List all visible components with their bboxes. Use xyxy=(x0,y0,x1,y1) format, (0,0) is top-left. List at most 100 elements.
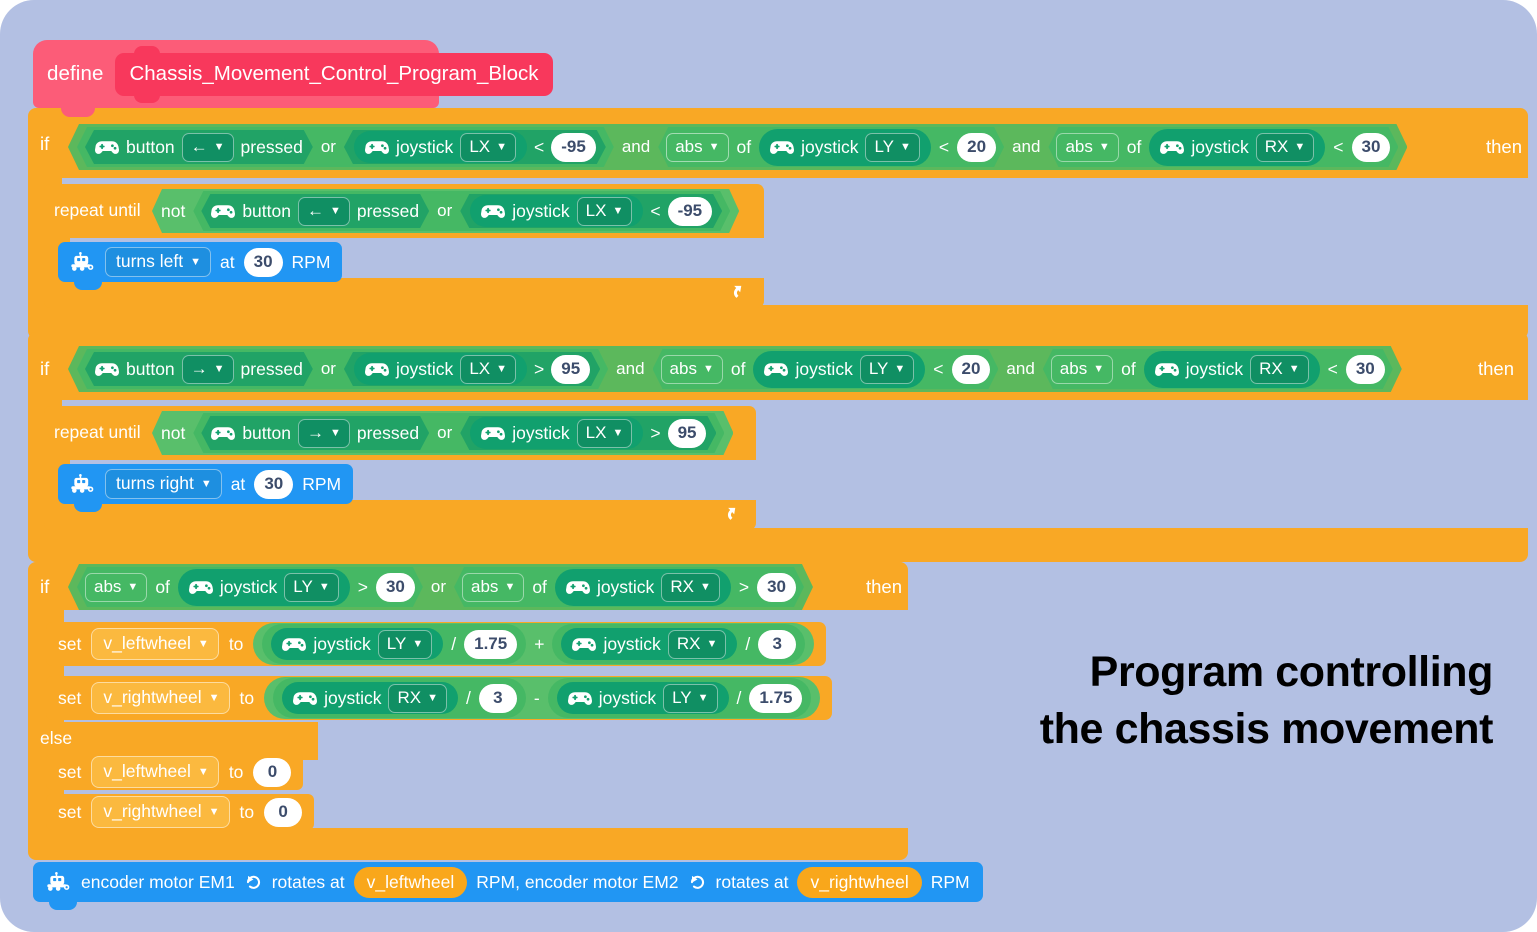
set-block-rightwheel-zero[interactable]: set v_rightwheel▼ to 0 xyxy=(46,794,315,830)
joystick-reporter-rx-4[interactable]: joystick RX▼ xyxy=(561,628,738,660)
variable-pill-rightwheel[interactable]: v_rightwheel xyxy=(797,866,922,898)
joystick-reporter-lx-1[interactable]: joystick LX▼ xyxy=(354,131,527,163)
abs-dropdown-1[interactable]: abs▼ xyxy=(666,133,728,162)
joystick-axis-dropdown-rx-4[interactable]: RX▼ xyxy=(667,629,727,659)
abs-dropdown-6[interactable]: abs▼ xyxy=(462,573,524,602)
divisor-value-3[interactable]: 3 xyxy=(478,683,517,713)
joystick-axis-dropdown-ly-1[interactable]: LY▼ xyxy=(865,133,919,162)
abs-rx-condition-1[interactable]: abs▼ of joystick RX▼ < 30 xyxy=(1048,127,1398,167)
threshold-value-3[interactable]: 30 xyxy=(1352,133,1391,162)
define-block[interactable]: define Chassis_Movement_Control_Program_… xyxy=(33,40,553,117)
threshold-value-4[interactable]: -95 xyxy=(668,197,713,226)
joystick-reporter-lx-4[interactable]: joystick LX▼ xyxy=(470,417,643,449)
joystick-axis-dropdown-lx-1[interactable]: LX▼ xyxy=(460,133,516,162)
variable-dropdown-leftwheel-1[interactable]: v_leftwheel▼ xyxy=(91,628,219,660)
joystick-reporter-ly-4[interactable]: joystick LY▼ xyxy=(271,628,444,660)
if-2-condition-root[interactable]: button →▼ pressed or joystick LX▼ > 95 xyxy=(68,346,1402,392)
joystick-compare-4[interactable]: joystick LX▼ > 95 xyxy=(460,416,716,450)
division-expression-2[interactable]: joystick RX▼ / 3 xyxy=(552,624,806,664)
abs-dropdown-5[interactable]: abs▼ xyxy=(85,573,147,602)
abs-dropdown-3[interactable]: abs▼ xyxy=(661,355,723,384)
variable-dropdown-rightwheel-1[interactable]: v_rightwheel▼ xyxy=(91,682,230,714)
joystick-axis-dropdown-lx-4[interactable]: LX▼ xyxy=(577,419,633,448)
division-expression-3[interactable]: joystick RX▼ / 3 xyxy=(273,678,526,718)
threshold-value-5[interactable]: 95 xyxy=(551,355,590,384)
abs-dropdown-2[interactable]: abs▼ xyxy=(1056,133,1118,162)
threshold-value-6[interactable]: 20 xyxy=(952,355,991,384)
set-block-rightwheel[interactable]: set v_rightwheel▼ to joystick RX▼ / 3 - xyxy=(46,676,833,720)
set-block-leftwheel[interactable]: set v_leftwheel▼ to joystick LY▼ / 1.75 … xyxy=(46,622,827,666)
threshold-value-10[interactable]: 30 xyxy=(757,573,796,602)
turn-direction-dropdown-2[interactable]: turns right▼ xyxy=(105,469,222,499)
button-pressed-condition-3[interactable]: button →▼ pressed xyxy=(85,352,313,386)
joystick-reporter-rx-3[interactable]: joystick RX▼ xyxy=(555,569,731,606)
joystick-reporter-rx-5[interactable]: joystick RX▼ xyxy=(282,682,458,714)
subtraction-expression[interactable]: joystick RX▼ / 3 - joystick LY▼ / xyxy=(264,677,821,719)
set-value-leftwheel-zero[interactable]: 0 xyxy=(253,757,292,787)
joystick-reporter-ly-5[interactable]: joystick LY▼ xyxy=(556,682,729,714)
joystick-reporter-rx-1[interactable]: joystick RX▼ xyxy=(1149,129,1325,166)
joystick-reporter-ly-2[interactable]: joystick LY▼ xyxy=(753,351,925,388)
repeat-2-or-group[interactable]: button →▼ pressed or joystick LX▼ > 95 xyxy=(193,413,724,453)
threshold-value-2[interactable]: 20 xyxy=(957,133,996,162)
define-procedure-name[interactable]: Chassis_Movement_Control_Program_Block xyxy=(115,45,553,103)
division-expression-1[interactable]: joystick LY▼ / 1.75 xyxy=(262,624,527,664)
abs-ly-condition-3[interactable]: abs▼ of joystick LY▼ > 30 xyxy=(77,567,423,607)
divisor-value-2[interactable]: 3 xyxy=(758,629,797,659)
joystick-reporter-rx-2[interactable]: joystick RX▼ xyxy=(1144,351,1320,388)
repeat-1-or-group[interactable]: button ←▼ pressed or joystick LX▼ < -95 xyxy=(193,191,730,231)
threshold-value-7[interactable]: 30 xyxy=(1346,355,1385,384)
abs-rx-condition-3[interactable]: abs▼ of joystick RX▼ > 30 xyxy=(454,567,804,607)
joystick-reporter-ly-1[interactable]: joystick LY▼ xyxy=(759,129,931,166)
threshold-value-9[interactable]: 30 xyxy=(376,573,415,602)
turn-direction-dropdown-1[interactable]: turns left▼ xyxy=(105,247,212,277)
divisor-value-1[interactable]: 1.75 xyxy=(464,629,518,659)
repeat-1-condition[interactable]: not button ←▼ pressed or joystick LX▼ xyxy=(152,189,739,233)
set-block-leftwheel-zero[interactable]: set v_leftwheel▼ to 0 xyxy=(46,754,304,790)
joystick-reporter-lx-2[interactable]: joystick LX▼ xyxy=(470,195,643,227)
abs-rx-condition-2[interactable]: abs▼ of joystick RX▼ < 30 xyxy=(1043,349,1393,389)
repeat-2-condition[interactable]: not button →▼ pressed or joystick LX▼ xyxy=(152,411,733,455)
chassis-turn-block-2[interactable]: turns right▼ at 30 RPM xyxy=(58,464,354,512)
rpm-value-1[interactable]: 30 xyxy=(243,247,283,277)
variable-dropdown-rightwheel-2[interactable]: v_rightwheel▼ xyxy=(91,796,230,828)
threshold-value-1[interactable]: -95 xyxy=(551,133,596,162)
set-value-rightwheel-zero[interactable]: 0 xyxy=(264,797,303,827)
joystick-axis-dropdown-ly-4[interactable]: LY▼ xyxy=(377,629,433,659)
button-pressed-condition-4[interactable]: button →▼ pressed xyxy=(201,416,429,450)
abs-ly-condition-2[interactable]: abs▼ of joystick LY▼ < 20 xyxy=(653,349,999,389)
joystick-axis-dropdown-ly-3[interactable]: LY▼ xyxy=(284,573,338,602)
if-3-condition-root[interactable]: abs▼ of joystick LY▼ > 30 or abs▼ of joy… xyxy=(68,564,813,610)
button-direction-dropdown-4[interactable]: →▼ xyxy=(298,419,350,448)
encoder-motor-block[interactable]: encoder motor EM1 rotates at v_leftwheel… xyxy=(33,862,983,910)
joystick-axis-dropdown-ly-2[interactable]: LY▼ xyxy=(860,355,914,384)
joystick-compare-3[interactable]: joystick LX▼ > 95 xyxy=(344,352,600,386)
button-pressed-condition-2[interactable]: button ←▼ pressed xyxy=(201,194,429,228)
variable-pill-leftwheel[interactable]: v_leftwheel xyxy=(353,866,468,898)
joystick-axis-dropdown-rx-5[interactable]: RX▼ xyxy=(388,683,447,713)
button-direction-dropdown-2[interactable]: ←▼ xyxy=(298,197,350,226)
joystick-compare-1[interactable]: joystick LX▼ < -95 xyxy=(344,130,606,164)
variable-dropdown-leftwheel-2[interactable]: v_leftwheel▼ xyxy=(91,756,219,788)
joystick-axis-dropdown-ly-5[interactable]: LY▼ xyxy=(663,683,718,713)
joystick-compare-2[interactable]: joystick LX▼ < -95 xyxy=(460,194,722,228)
division-expression-4[interactable]: joystick LY▼ / 1.75 xyxy=(547,678,812,718)
joystick-axis-dropdown-rx-3[interactable]: RX▼ xyxy=(661,573,720,602)
threshold-value-8[interactable]: 95 xyxy=(668,419,707,448)
joystick-reporter-ly-3[interactable]: joystick LY▼ xyxy=(178,569,350,606)
chassis-turn-block-1[interactable]: turns left▼ at 30 RPM xyxy=(58,242,343,290)
if-1-condition-root[interactable]: button ←▼ pressed or joystick LX▼ < -95 xyxy=(68,124,1407,170)
joystick-reporter-lx-3[interactable]: joystick LX▼ xyxy=(354,353,527,385)
button-direction-dropdown-3[interactable]: →▼ xyxy=(182,355,234,384)
joystick-axis-dropdown-lx-2[interactable]: LX▼ xyxy=(577,197,633,226)
divisor-value-4[interactable]: 1.75 xyxy=(749,683,803,713)
abs-ly-condition-1[interactable]: abs▼ of joystick LY▼ < 20 xyxy=(658,127,1004,167)
joystick-axis-dropdown-rx-2[interactable]: RX▼ xyxy=(1250,355,1309,384)
if-1-or-group[interactable]: button ←▼ pressed or joystick LX▼ < -95 xyxy=(77,127,614,167)
abs-dropdown-4[interactable]: abs▼ xyxy=(1051,355,1113,384)
button-direction-dropdown-1[interactable]: ←▼ xyxy=(182,133,234,162)
button-pressed-condition-1[interactable]: button ←▼ pressed xyxy=(85,130,313,164)
joystick-axis-dropdown-lx-3[interactable]: LX▼ xyxy=(460,355,516,384)
joystick-axis-dropdown-rx-1[interactable]: RX▼ xyxy=(1256,133,1315,162)
rpm-value-2[interactable]: 30 xyxy=(254,469,294,499)
